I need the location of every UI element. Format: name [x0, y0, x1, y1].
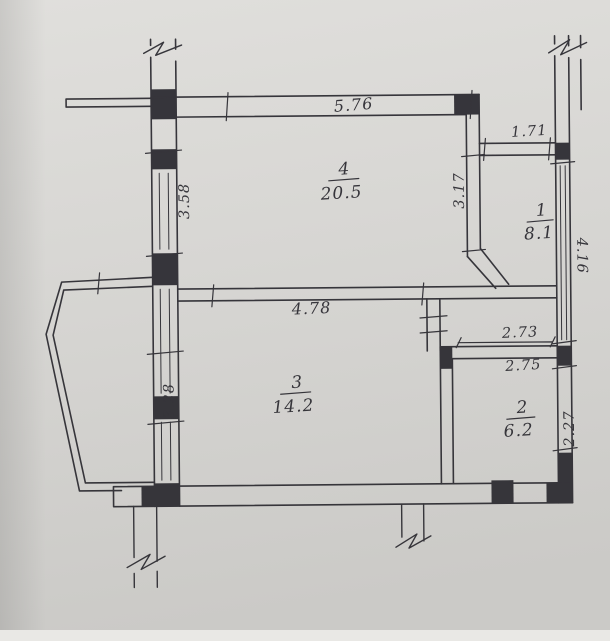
dimension-top-width-label: 5.76 — [333, 94, 374, 116]
dimension-right-lower-height-label: 2.27 — [562, 410, 578, 447]
room2-left-wall — [439, 346, 455, 485]
room4-number-label: 4 — [337, 159, 351, 180]
bottom-wall — [112, 480, 574, 508]
paper-bottom-edge — [0, 630, 610, 641]
dimension-room4-right-height-label: 3.17 — [452, 172, 468, 208]
middle-wall — [176, 285, 558, 302]
balcony-top-tick — [97, 272, 101, 295]
dimension-right-middle-height-label: 4.16 — [573, 237, 589, 274]
break-symbols — [126, 38, 588, 589]
break-top-right — [547, 38, 588, 56]
room2-walls — [419, 298, 559, 485]
dimension-hall-lower-width-label: 2.75 — [504, 357, 542, 375]
top-wall-left-extension — [65, 97, 152, 108]
room1-area-label: 8.1 — [523, 223, 554, 245]
plan-ink: 5.76 1.71 3.17 3.58 4.78 3.28 2.73 2.75 … — [45, 34, 590, 589]
dimension-middle-width-label: 4.78 — [290, 298, 331, 319]
dimension-left-lower-height-label: 3.28 — [162, 383, 178, 419]
room3-number-label: 3 — [291, 372, 304, 393]
dimension-top-right-width-label: 1.71 — [511, 123, 548, 141]
room3-area-label: 14.2 — [272, 396, 315, 419]
hall-stub-ticks — [419, 315, 448, 334]
hall-stub-wall — [426, 298, 442, 352]
right-wall-window-lines — [559, 165, 568, 341]
room-divider-walls — [465, 93, 557, 290]
top-wall — [65, 93, 480, 118]
room4-area-label: 20.5 — [319, 182, 363, 205]
labels: 5.76 1.71 3.17 3.58 4.78 3.28 2.73 2.75 … — [162, 94, 590, 448]
room2-number-label: 2 — [515, 397, 529, 418]
break-top-left — [142, 41, 183, 56]
dimension-left-upper-height-label: 3.58 — [177, 183, 193, 219]
paper-left-shade — [0, 0, 46, 641]
hall-dimension-line — [455, 336, 556, 349]
room1-top-wall — [478, 142, 557, 157]
dimension-ticks — [144, 89, 578, 452]
room1-number-label: 1 — [535, 200, 548, 221]
dimension-hall-upper-width-label: 2.73 — [501, 324, 539, 342]
room4-chamfer-wall — [466, 247, 510, 290]
room2-top-wall — [439, 344, 559, 360]
room-label-underlines — [280, 177, 554, 420]
room2-area-label: 6.2 — [503, 420, 534, 442]
break-bottom-left — [126, 505, 166, 589]
left-wall-window-lines — [158, 172, 172, 481]
room4-right-wall — [465, 93, 482, 258]
balcony-outline — [45, 272, 156, 492]
break-bottom-middle — [395, 503, 432, 549]
